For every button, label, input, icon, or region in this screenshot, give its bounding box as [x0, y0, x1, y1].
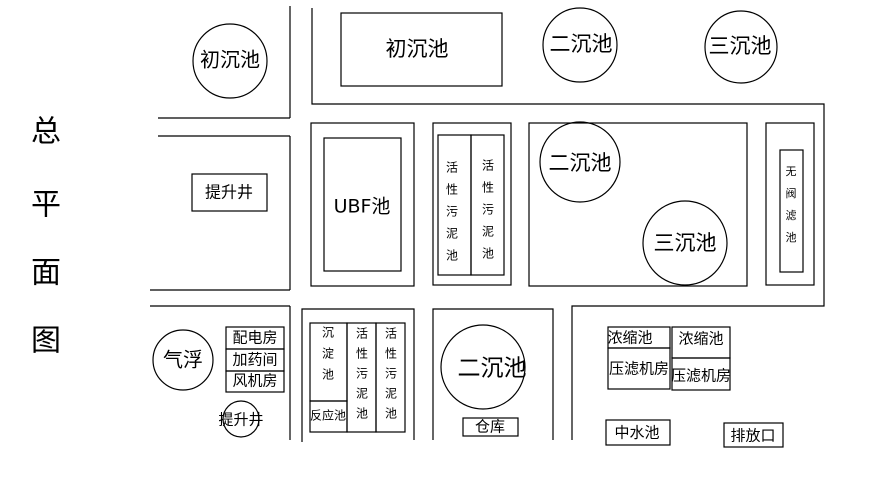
vertical-label-char: 阀: [786, 186, 797, 200]
title-char: 总: [31, 115, 61, 150]
title-char: 面: [31, 256, 61, 291]
vertical-label-char: 污: [356, 367, 368, 381]
lift-well-2: [222, 400, 260, 438]
secondary-clarifier-top: [542, 7, 618, 83]
power-room-label: 配电房: [232, 329, 277, 347]
settling-tank-label: 沉淀池: [322, 326, 334, 382]
primary-clarifier-rect: [340, 12, 503, 87]
valveless-filter-block: [765, 122, 815, 286]
lift-well-2-label: 提升井: [218, 411, 263, 429]
secondary-clarifier-mid: [539, 121, 621, 203]
vertical-label-char: 污: [446, 205, 458, 219]
filter-press-2-label: 压滤机房: [671, 367, 731, 385]
primary-clarifier-round: [192, 23, 268, 99]
vertical-label-char: 污: [482, 203, 494, 217]
tertiary-clarifier-top: [704, 10, 778, 84]
vertical-label-char: 沉: [322, 326, 334, 340]
vertical-label-char: 活: [446, 161, 458, 175]
clarifier-block-mid: [528, 122, 748, 287]
blower-room: [225, 370, 285, 393]
vertical-label-char: 性: [385, 347, 397, 361]
reclaimed-water-tank: [605, 419, 671, 446]
ubf-tank-label: UBF池: [334, 196, 391, 218]
tertiary-clarifier-mid-label: 三沉池: [654, 231, 717, 255]
vertical-label-char: 滤: [786, 209, 797, 222]
secondary-clarifier-top-label: 二沉池: [550, 32, 613, 56]
secondary-clarifier-mid-label: 二沉池: [549, 151, 612, 175]
plan-title: 总 平 面 图: [31, 115, 61, 359]
reaction-tank-label: 反应池: [310, 408, 346, 423]
activated-sludge-tank-2: [470, 134, 505, 276]
vertical-label-char: 池: [446, 249, 458, 263]
filter-press-1-label: 压滤机房: [609, 360, 669, 378]
warehouse-label: 仓库: [475, 418, 505, 436]
reclaimed-water-tank-label: 中水池: [614, 424, 659, 442]
title-char: 平: [31, 188, 61, 223]
ubf-tank: [323, 137, 402, 272]
vertical-label-char: 泥: [482, 225, 494, 239]
vertical-label-char: 泥: [385, 387, 397, 401]
vertical-label-char: 淀: [322, 347, 334, 361]
primary-clarifier-round-label: 初沉池: [200, 48, 260, 72]
vertical-label-char: 活: [482, 159, 494, 173]
vertical-label-char: 无: [786, 165, 797, 178]
vertical-label-char: 污: [385, 367, 397, 381]
vertical-label-char: 池: [356, 407, 368, 421]
ubf-block: [310, 122, 415, 287]
activated-sludge-tank-4: [375, 322, 406, 433]
road-line: [301, 308, 415, 442]
title-char: 图: [31, 324, 61, 359]
vertical-label-char: 池: [322, 368, 334, 382]
valveless-filter: [779, 149, 804, 273]
activated-sludge-block-1: [432, 122, 512, 286]
vertical-label-char: 池: [385, 407, 397, 421]
flotation-label: 气浮: [163, 348, 203, 372]
flotation-unit: [152, 329, 214, 391]
dosing-room-label: 加药间: [232, 351, 277, 369]
warehouse: [462, 417, 519, 437]
secondary-clarifier-bottom: [440, 324, 526, 410]
blower-room-label: 风机房: [232, 372, 277, 390]
vertical-label-char: 泥: [356, 387, 368, 401]
vertical-label-char: 池: [786, 231, 797, 244]
tertiary-clarifier-mid: [642, 200, 728, 286]
vertical-label-char: 性: [482, 181, 494, 195]
vertical-label-char: 性: [446, 183, 458, 197]
filter-press-room-1: [607, 347, 671, 390]
primary-clarifier-rect-label: 初沉池: [386, 37, 449, 61]
vertical-label-char: 活: [385, 327, 397, 341]
vertical-label-char: 泥: [446, 227, 458, 241]
secondary-clarifier-bottom-label: 二沉池: [458, 356, 527, 382]
lift-well-1-label: 提升井: [205, 183, 253, 202]
road-line: [432, 308, 554, 440]
thickener-2-label: 浓缩池: [678, 330, 723, 348]
lift-well-1: [191, 173, 268, 212]
road-lines: [150, 6, 825, 442]
vertical-label-char: 池: [482, 247, 494, 261]
vertical-label-char: 活: [356, 327, 368, 341]
discharge-outlet: [723, 422, 784, 448]
vertical-label-char: 性: [356, 347, 368, 361]
filter-press-room-2: [671, 357, 731, 391]
road-line: [311, 8, 825, 440]
discharge-outlet-label: 排放口: [730, 427, 775, 445]
tertiary-clarifier-top-label: 三沉池: [709, 34, 772, 58]
thickener-1-label: 浓缩池: [607, 329, 652, 347]
